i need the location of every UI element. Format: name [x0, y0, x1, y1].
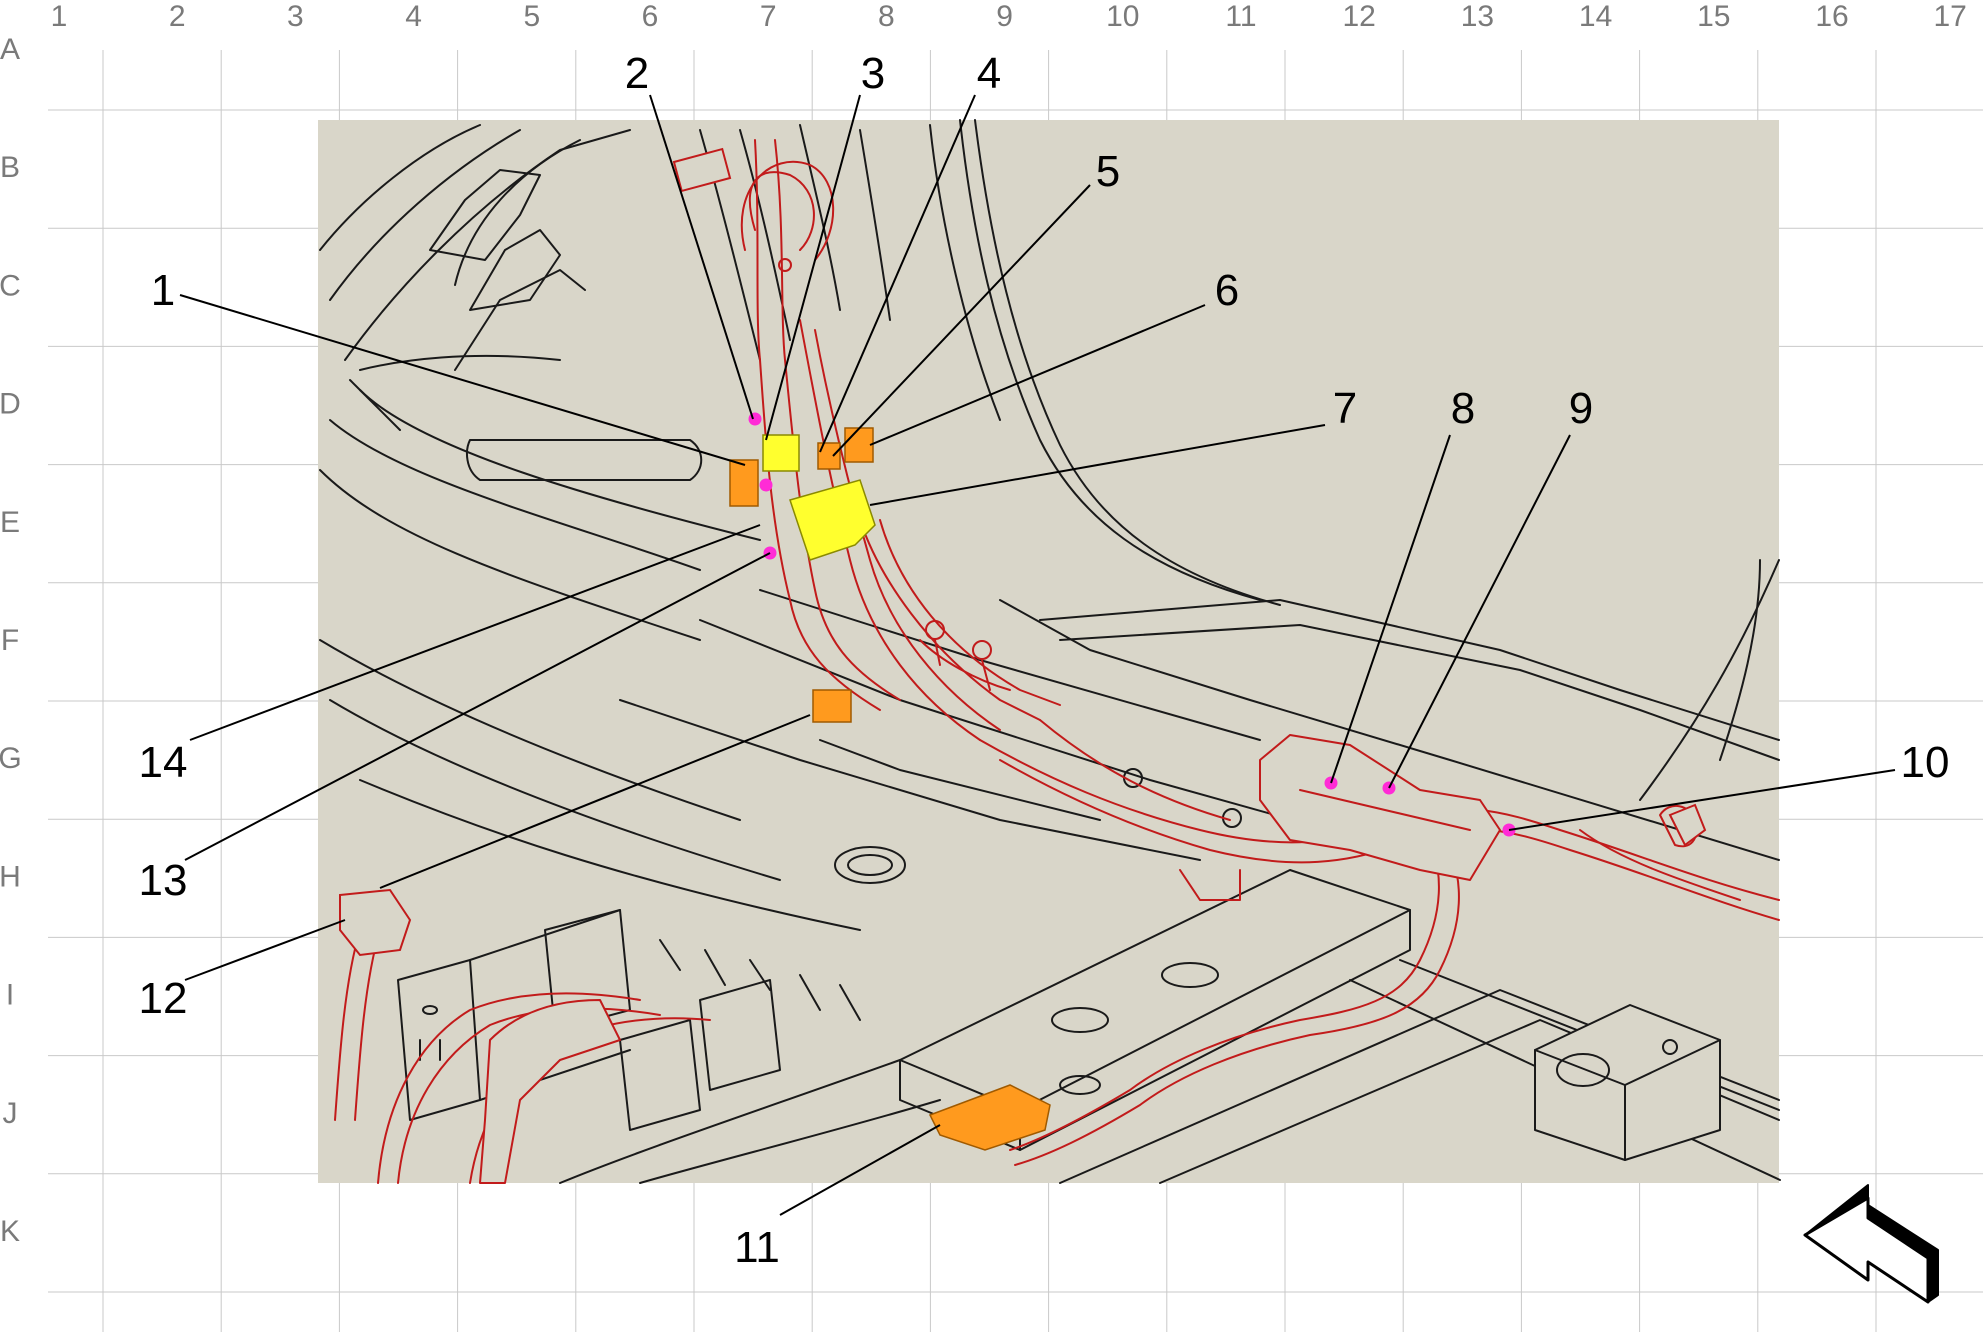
callout-2: 2: [625, 49, 649, 98]
grid-column-label: 16: [1815, 0, 1848, 33]
grid-row-label: A: [0, 33, 20, 66]
grid-column-label: 4: [405, 0, 422, 33]
leader-12b: [379, 714, 811, 889]
connector-12-lower: [812, 689, 852, 723]
callout-labels: 1 2 3 4 5 6 7 8 9 10 11 12 13 14: [139, 49, 1950, 1272]
connector-11: [928, 1084, 1051, 1151]
callout-6: 6: [1215, 266, 1239, 315]
grid-row-label: I: [6, 979, 14, 1012]
grid-column-label: 7: [760, 0, 777, 33]
leader-12: [184, 919, 346, 981]
connector-upper-red: [672, 147, 732, 193]
grid-column-label: 2: [169, 0, 186, 33]
grid-row-label: H: [0, 860, 21, 893]
callout-8: 8: [1451, 384, 1475, 433]
point-2: [748, 412, 762, 426]
leader-11: [779, 1124, 941, 1216]
grid-column-label: 3: [287, 0, 304, 33]
leader-10: [1508, 769, 1896, 831]
callout-4: 4: [977, 49, 1001, 98]
vehicle-floor-illustration: [318, 119, 1781, 1184]
connector-1: [729, 459, 759, 507]
grid-column-label: 5: [523, 0, 540, 33]
grid-column-label: 1: [51, 0, 68, 33]
connectors: [339, 147, 1707, 1151]
grid-column-label: 13: [1461, 0, 1494, 33]
callout-13: 13: [139, 856, 188, 905]
leader-lines: [179, 94, 1896, 1216]
callout-11: 11: [734, 1223, 780, 1272]
callout-7: 7: [1333, 384, 1357, 433]
grid-column-label: 11: [1225, 0, 1256, 33]
connector-12: [339, 888, 412, 957]
connector-5: [817, 442, 841, 470]
grid-row-label: F: [1, 624, 19, 657]
connector-7: [789, 479, 876, 561]
grid-column-label: 8: [878, 0, 895, 33]
point-1: [759, 478, 773, 492]
grid-column-label: 15: [1697, 0, 1730, 33]
callout-1: 1: [151, 266, 175, 315]
connector-3: [762, 434, 800, 472]
grid-row-label: E: [0, 506, 20, 539]
grid-row-label: B: [0, 151, 20, 184]
leader-4: [819, 94, 976, 453]
connector-6: [844, 427, 874, 463]
grid-column-label: 6: [642, 0, 659, 33]
grid-row-label: J: [3, 1097, 18, 1130]
grid-row-label: C: [0, 269, 21, 302]
leader-1: [179, 294, 746, 466]
callout-10: 10: [1901, 738, 1950, 787]
grid-column-label: 17: [1934, 0, 1967, 33]
connector-10-end: [1668, 803, 1707, 847]
grid-row-label: K: [0, 1215, 20, 1248]
grid-column-label: 10: [1106, 0, 1139, 33]
callout-5: 5: [1096, 147, 1120, 196]
grid-row-label: D: [0, 388, 21, 421]
leader-13: [184, 552, 771, 861]
leader-7: [869, 424, 1326, 506]
leader-5: [832, 184, 1091, 457]
callout-12: 12: [139, 974, 188, 1023]
grid-column-label: 12: [1343, 0, 1376, 33]
leader-9: [1388, 434, 1571, 789]
front-direction-arrow-icon: [1803, 1184, 1939, 1304]
body-structure: [319, 119, 1781, 1184]
leader-8: [1330, 434, 1451, 784]
callout-3: 3: [861, 49, 885, 98]
leader-3: [765, 94, 861, 441]
callout-9: 9: [1569, 384, 1593, 433]
leader-6: [869, 304, 1206, 446]
grid-row-labels: ABCDEFGHIJKL: [0, 33, 22, 1248]
grid-column-label: 14: [1579, 0, 1612, 33]
grid-column-label: 9: [996, 0, 1013, 33]
leader-2: [649, 94, 754, 420]
leader-14: [189, 524, 761, 741]
grid-row-label: G: [0, 742, 22, 775]
callout-14: 14: [139, 738, 188, 787]
wiring-harness: [334, 139, 1780, 1184]
